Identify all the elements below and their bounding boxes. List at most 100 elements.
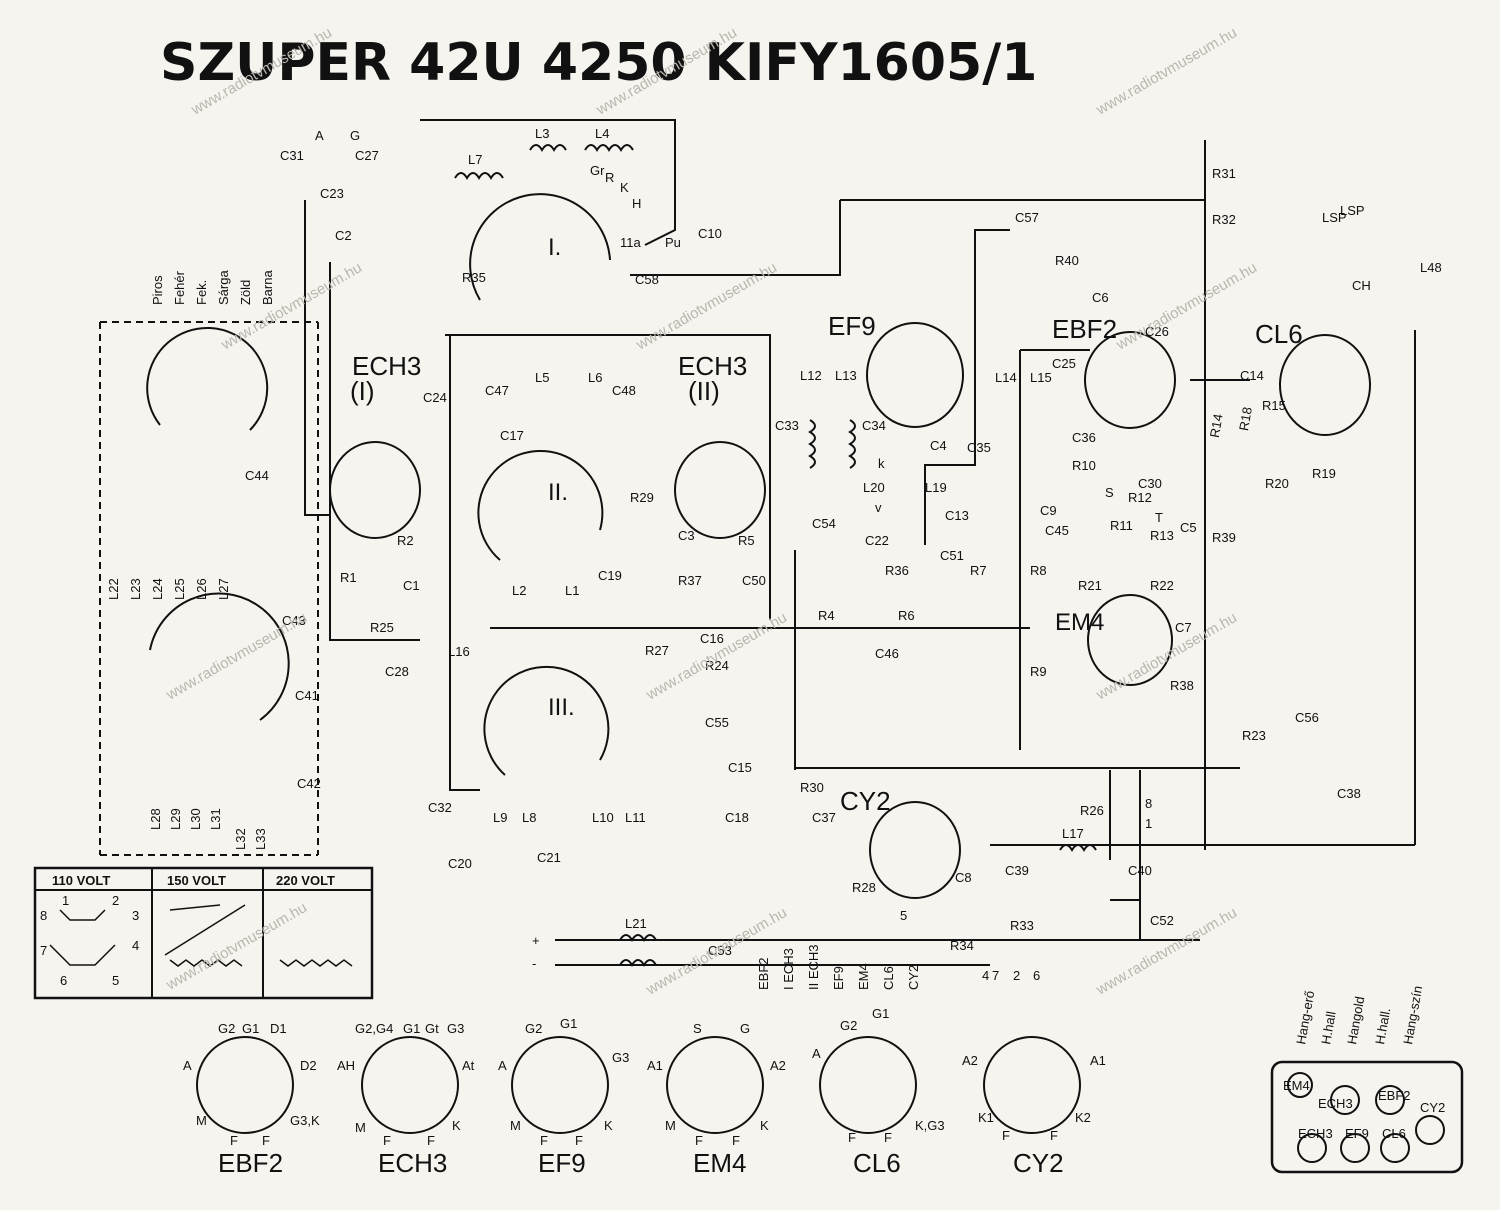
svg-text:C54: C54 <box>812 516 836 531</box>
svg-text:R12: R12 <box>1128 490 1152 505</box>
svg-text:H: H <box>632 196 641 211</box>
svg-text:C4: C4 <box>930 438 947 453</box>
svg-text:ECH3: ECH3 <box>1318 1096 1353 1111</box>
svg-text:R32: R32 <box>1212 212 1236 227</box>
svg-text:C40: C40 <box>1128 863 1152 878</box>
svg-text:-: - <box>532 956 536 971</box>
svg-text:R14: R14 <box>1207 413 1226 439</box>
svg-text:R5: R5 <box>738 533 755 548</box>
svg-text:I ECH3: I ECH3 <box>781 948 796 990</box>
svg-text:C17: C17 <box>500 428 524 443</box>
svg-text:11a: 11a <box>620 235 641 250</box>
svg-text:R23: R23 <box>1242 728 1266 743</box>
svg-text:C37: C37 <box>812 810 836 825</box>
svg-text:C7: C7 <box>1175 620 1192 635</box>
svg-text:R27: R27 <box>645 643 669 658</box>
svg-text:CL6: CL6 <box>881 966 896 990</box>
svg-text:C57: C57 <box>1015 210 1039 225</box>
svg-text:C13: C13 <box>945 508 969 523</box>
svg-text:Gt: Gt <box>425 1021 439 1036</box>
svg-text:G: G <box>350 128 360 143</box>
svg-text:C21: C21 <box>537 850 561 865</box>
svg-text:C48: C48 <box>612 383 636 398</box>
svg-text:R19: R19 <box>1312 466 1336 481</box>
svg-text:L3: L3 <box>535 126 549 141</box>
svg-text:G3: G3 <box>612 1050 629 1065</box>
svg-text:G1: G1 <box>242 1021 259 1036</box>
svg-text:R36: R36 <box>885 563 909 578</box>
svg-text:C26: C26 <box>1145 324 1169 339</box>
svg-text:II ECH3: II ECH3 <box>806 944 821 990</box>
voltage-digit: 5 <box>112 973 119 988</box>
svg-text:C16: C16 <box>700 631 724 646</box>
svg-text:R30: R30 <box>800 780 824 795</box>
svg-text:C18: C18 <box>725 810 749 825</box>
svg-text:F: F <box>575 1133 583 1148</box>
svg-text:L29: L29 <box>168 808 183 830</box>
pin-labels-cl6: G2 G1 A F F K,G3 <box>812 1006 945 1145</box>
svg-text:F: F <box>695 1133 703 1148</box>
pinout-label-cy2: CY2 <box>1013 1148 1064 1178</box>
svg-text:C41: C41 <box>295 688 319 703</box>
svg-text:K: K <box>452 1118 461 1133</box>
svg-text:R39: R39 <box>1212 530 1236 545</box>
pinout-row <box>196 1036 1081 1134</box>
svg-text:C55: C55 <box>705 715 729 730</box>
svg-text:EF9: EF9 <box>831 966 846 990</box>
diagram-title: SZUPER 42U 4250 KIFY1605/1 <box>160 33 1037 93</box>
svg-text:R34: R34 <box>950 938 974 953</box>
svg-text:C47: C47 <box>485 383 509 398</box>
svg-text:G: G <box>740 1021 750 1036</box>
svg-text:L30: L30 <box>188 808 203 830</box>
svg-text:R24: R24 <box>705 658 729 673</box>
svg-text:C33: C33 <box>775 418 799 433</box>
svg-text:C46: C46 <box>875 646 899 661</box>
svg-text:A: A <box>498 1058 507 1073</box>
svg-text:T: T <box>1155 510 1163 525</box>
svg-text:L48: L48 <box>1420 260 1442 275</box>
svg-text:R28: R28 <box>852 880 876 895</box>
pinout-label-ech3: ECH3 <box>378 1148 447 1178</box>
svg-text:C3: C3 <box>678 528 695 543</box>
svg-text:L12: L12 <box>800 368 822 383</box>
voltage-header-110: 110 VOLT <box>52 873 110 888</box>
svg-text:G2: G2 <box>525 1021 542 1036</box>
tube-sublabel-ech3-2: (II) <box>688 376 720 406</box>
svg-text:S: S <box>1105 485 1114 500</box>
svg-text:F: F <box>1050 1128 1058 1143</box>
svg-text:F: F <box>383 1133 391 1148</box>
svg-text:C56: C56 <box>1295 710 1319 725</box>
svg-text:C43: C43 <box>282 613 306 628</box>
svg-text:Zöld: Zöld <box>238 280 253 305</box>
svg-text:R18: R18 <box>1236 406 1255 432</box>
svg-text:G1: G1 <box>403 1021 420 1036</box>
voltage-digit: 6 <box>60 973 67 988</box>
svg-text:Fek.: Fek. <box>194 280 209 305</box>
svg-text:C8: C8 <box>955 870 972 885</box>
svg-text:www.radiotvmuseum.hu: www.radiotvmuseum.hu <box>163 899 310 994</box>
svg-text:+: + <box>532 933 540 948</box>
voltage-digit: 2 <box>112 893 119 908</box>
svg-text:k: k <box>878 456 885 471</box>
svg-text:R26: R26 <box>1080 803 1104 818</box>
svg-text:C15: C15 <box>728 760 752 775</box>
svg-text:R25: R25 <box>370 620 394 635</box>
svg-text:Hang-erő: Hang-erő <box>1293 990 1317 1046</box>
svg-text:C34: C34 <box>862 418 886 433</box>
pinout-label-ebf2: EBF2 <box>218 1148 283 1178</box>
svg-text:A2: A2 <box>770 1058 786 1073</box>
svg-text:C45: C45 <box>1045 523 1069 538</box>
svg-text:A2: A2 <box>962 1053 978 1068</box>
svg-text:CY2: CY2 <box>1420 1100 1445 1115</box>
svg-text:M: M <box>665 1118 676 1133</box>
svg-text:C6: C6 <box>1092 290 1109 305</box>
watermarks: www.radiotvmuseum.hu www.radiotvmuseum.h… <box>163 24 1260 999</box>
svg-text:R29: R29 <box>630 490 654 505</box>
svg-text:C23: C23 <box>320 186 344 201</box>
svg-text:R6: R6 <box>898 608 915 623</box>
svg-text:L11: L11 <box>625 810 646 825</box>
chassis-layout: Hang-erő H.hall Hangold H.hall. Hang-szí… <box>1270 985 1464 1174</box>
svg-text:D1: D1 <box>270 1021 287 1036</box>
svg-text:L7: L7 <box>468 152 482 167</box>
